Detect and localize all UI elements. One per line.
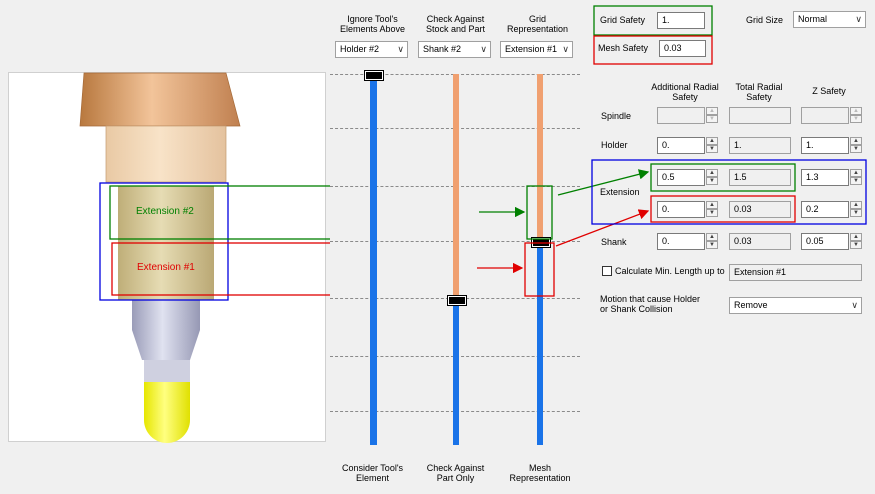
- mesh-bar-lower[interactable]: [537, 241, 543, 445]
- motion-select-value: Remove: [734, 300, 768, 310]
- chevron-down-icon: ∨: [855, 14, 862, 24]
- grid-size-value: Normal: [798, 14, 828, 24]
- mesh-footer: Mesh Representation: [509, 463, 571, 483]
- ext-b-z-field[interactable]: 0.2: [801, 201, 849, 218]
- check-select[interactable]: Shank #2 ∨: [418, 41, 491, 58]
- calc-min-length-checkbox[interactable]: [602, 266, 612, 276]
- holder-shape: [79, 72, 241, 127]
- ext-b-z-spinner[interactable]: ▲▼: [850, 201, 862, 218]
- ignore-select-value: Holder #2: [340, 44, 380, 54]
- consider-bar[interactable]: [370, 74, 377, 445]
- ext-a-additional-field[interactable]: 0.5: [657, 169, 705, 186]
- check-bar-lower[interactable]: [453, 298, 459, 445]
- ext-a-z-field[interactable]: 1.3: [801, 169, 849, 186]
- chevron-down-icon: ∨: [480, 44, 487, 54]
- shank-additional-spinner[interactable]: ▲▼: [706, 233, 718, 250]
- ext2-green-box: [109, 185, 330, 240]
- holder-additional-spinner[interactable]: ▲▼: [706, 137, 718, 154]
- ext-a-additional-spinner[interactable]: ▲▼: [706, 169, 718, 186]
- mesh-safety-field[interactable]: 0.03: [659, 40, 706, 57]
- shank-shape: [132, 300, 200, 360]
- spindle-total-field: [729, 107, 791, 124]
- check-select-value: Shank #2: [423, 44, 462, 54]
- grid-size-select[interactable]: Normal ∨: [793, 11, 866, 28]
- holder-collar: [105, 125, 227, 183]
- chevron-down-icon: ∨: [562, 44, 569, 54]
- grid-header: Grid Representation: [506, 14, 569, 34]
- chevron-down-icon: ∨: [851, 300, 858, 310]
- grid-select[interactable]: Extension #1 ∨: [500, 41, 573, 58]
- ignore-header: Ignore Tool's Elements Above: [339, 14, 406, 34]
- ext-a-total-field: 1.5: [729, 169, 791, 186]
- check-bar-upper[interactable]: [453, 74, 459, 298]
- calc-min-length-label: Calculate Min. Length up to: [615, 266, 725, 276]
- spindle-label: Spindle: [601, 111, 632, 121]
- consider-bar-handle[interactable]: [364, 70, 384, 81]
- holder-label: Holder: [601, 140, 628, 150]
- mesh-safety-label: Mesh Safety: [598, 43, 649, 53]
- z-safety-header: Z Safety: [812, 86, 846, 96]
- part-only-footer: Check Against Part Only: [426, 463, 485, 483]
- extension-blue-box: [99, 182, 229, 301]
- spindle-additional-spinner: ▲▼: [706, 107, 718, 124]
- ext2-label: Extension #2: [136, 206, 194, 217]
- ext-b-additional-field[interactable]: 0.: [657, 201, 705, 218]
- holder-total-field: 1.: [729, 137, 791, 154]
- grid-safety-field[interactable]: 1.: [657, 12, 705, 29]
- mesh-bar-handle[interactable]: [531, 237, 551, 248]
- total-radial-header: Total Radial Safety: [735, 82, 783, 102]
- shank-z-field[interactable]: 0.05: [801, 233, 849, 250]
- ext-b-additional-spinner[interactable]: ▲▼: [706, 201, 718, 218]
- shank-z-spinner[interactable]: ▲▼: [850, 233, 862, 250]
- holder-z-spinner[interactable]: ▲▼: [850, 137, 862, 154]
- spindle-z-field: [801, 107, 849, 124]
- ext1-red-box: [111, 242, 330, 296]
- chevron-down-icon: ∨: [397, 44, 404, 54]
- spindle-additional-field: [657, 107, 705, 124]
- ignore-select[interactable]: Holder #2 ∨: [335, 41, 408, 58]
- neck-shape: [144, 360, 190, 382]
- calc-min-length-field: Extension #1: [729, 264, 862, 281]
- check-header: Check Against Stock and Part: [425, 14, 486, 34]
- holder-additional-field[interactable]: 0.: [657, 137, 705, 154]
- motion-label: Motion that cause Holder or Shank Collis…: [600, 294, 701, 314]
- ext-a-z-spinner[interactable]: ▲▼: [850, 169, 862, 186]
- ext-b-total-field: 0.03: [729, 201, 791, 218]
- grid-safety-label: Grid Safety: [600, 15, 646, 25]
- mesh-bar-upper[interactable]: [537, 74, 543, 241]
- shank-total-field: 0.03: [729, 233, 791, 250]
- grid-size-label: Grid Size: [746, 15, 784, 25]
- ball-tip-shape: [144, 382, 190, 443]
- shank-label: Shank: [601, 237, 627, 247]
- check-bar-handle[interactable]: [447, 295, 467, 306]
- spindle-z-spinner: ▲▼: [850, 107, 862, 124]
- shank-additional-field[interactable]: 0.: [657, 233, 705, 250]
- holder-z-field[interactable]: 1.: [801, 137, 849, 154]
- motion-select[interactable]: Remove ∨: [729, 297, 862, 314]
- consider-footer: Consider Tool's Element: [341, 463, 404, 483]
- additional-radial-header: Additional Radial Safety: [651, 82, 719, 102]
- extension-label: Extension: [600, 187, 640, 197]
- grid-select-value: Extension #1: [505, 44, 558, 54]
- tool-drawing: [79, 72, 330, 443]
- ext1-label: Extension #1: [137, 262, 195, 273]
